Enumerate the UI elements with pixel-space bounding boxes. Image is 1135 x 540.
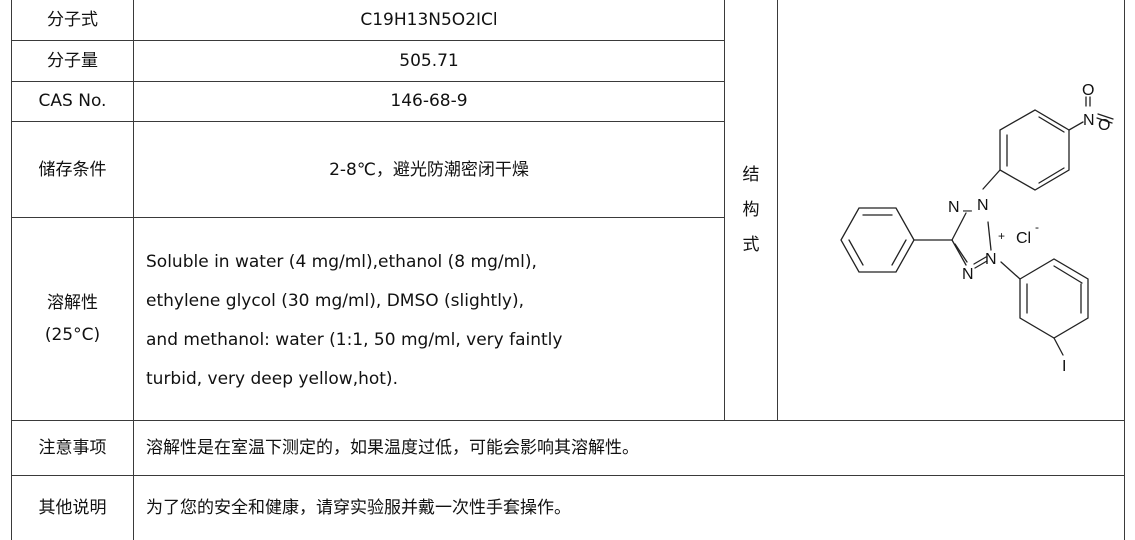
solubility-line: Soluble in water (4 mg/ml),ethanol (8 mg… [146, 252, 537, 273]
structure-cell: O N O N – N + N N Cl - I [777, 0, 1125, 421]
solubility-temperature: (25°C) [44, 325, 101, 346]
atom-n-nitro: N [1083, 112, 1095, 129]
cas-label: CAS No. [11, 80, 134, 123]
solubility-label: 溶解性 (25°C) [11, 217, 134, 421]
row-formula: 分子式 C19H13N5O2ICl 结 构 式 [11, 0, 1125, 421]
solubility-value: Soluble in water (4 mg/ml),ethanol (8 mg… [133, 217, 725, 421]
atom-chloride-charge: - [1035, 220, 1039, 234]
structural-formula-image: O N O N – N + N N Cl - I [840, 82, 1114, 375]
atom-plus: + [998, 229, 1005, 243]
notes-value: 溶解性是在室温下测定的，如果温度过低，可能会影响其溶解性。 [133, 420, 1125, 476]
structure-label-char: 式 [742, 234, 760, 255]
structure-label-char: 构 [742, 199, 760, 220]
structure-label-char: 结 [742, 164, 760, 185]
atom-dash-a: – [963, 202, 972, 219]
row-other: 其他说明 为了您的安全和健康，请穿实验服并戴一次性手套操作。 [11, 475, 1125, 540]
row-cas: CAS No. 146-68-9 [11, 80, 1125, 123]
formula-value: C19H13N5O2ICl [133, 0, 725, 42]
other-value: 为了您的安全和健康，请穿实验服并戴一次性手套操作。 [133, 475, 1125, 540]
solubility-line: ethylene glycol (30 mg/ml), DMSO (slight… [146, 291, 525, 312]
structure-label: 结 构 式 [724, 0, 778, 421]
product-spec-table: 分子式 C19H13N5O2ICl 结 构 式 [11, 0, 1125, 540]
atom-n-a: N [948, 199, 960, 216]
solubility-line: and methanol: water (1:1, 50 mg/ml, very… [146, 330, 563, 351]
other-label: 其他说明 [11, 475, 134, 540]
atom-o-top: O [1082, 82, 1094, 99]
storage-label: 储存条件 [11, 121, 134, 219]
weight-value: 505.71 [133, 40, 725, 82]
atom-iodine: I [1062, 358, 1066, 375]
atom-n-d: N [985, 251, 997, 268]
atom-o-right: O [1098, 117, 1110, 134]
row-notes: 注意事项 溶解性是在室温下测定的，如果温度过低，可能会影响其溶解性。 [11, 420, 1125, 476]
atom-n-c: N [962, 266, 974, 283]
weight-label: 分子量 [11, 40, 134, 82]
formula-label: 分子式 [11, 0, 134, 42]
storage-value: 2-8℃，避光防潮密闭干燥 [133, 121, 725, 219]
cas-value: 146-68-9 [133, 80, 725, 123]
row-storage: 储存条件 2-8℃，避光防潮密闭干燥 [11, 121, 1125, 219]
atom-n-b: N [977, 197, 989, 214]
solubility-label-line: 溶解性 [47, 292, 98, 313]
atom-chloride: Cl [1016, 230, 1031, 247]
solubility-line: turbid, very deep yellow,hot). [146, 369, 398, 390]
notes-label: 注意事项 [11, 420, 134, 476]
row-weight: 分子量 505.71 [11, 40, 1125, 82]
row-solubility: 溶解性 (25°C) Soluble in water (4 mg/ml),et… [11, 217, 1125, 421]
